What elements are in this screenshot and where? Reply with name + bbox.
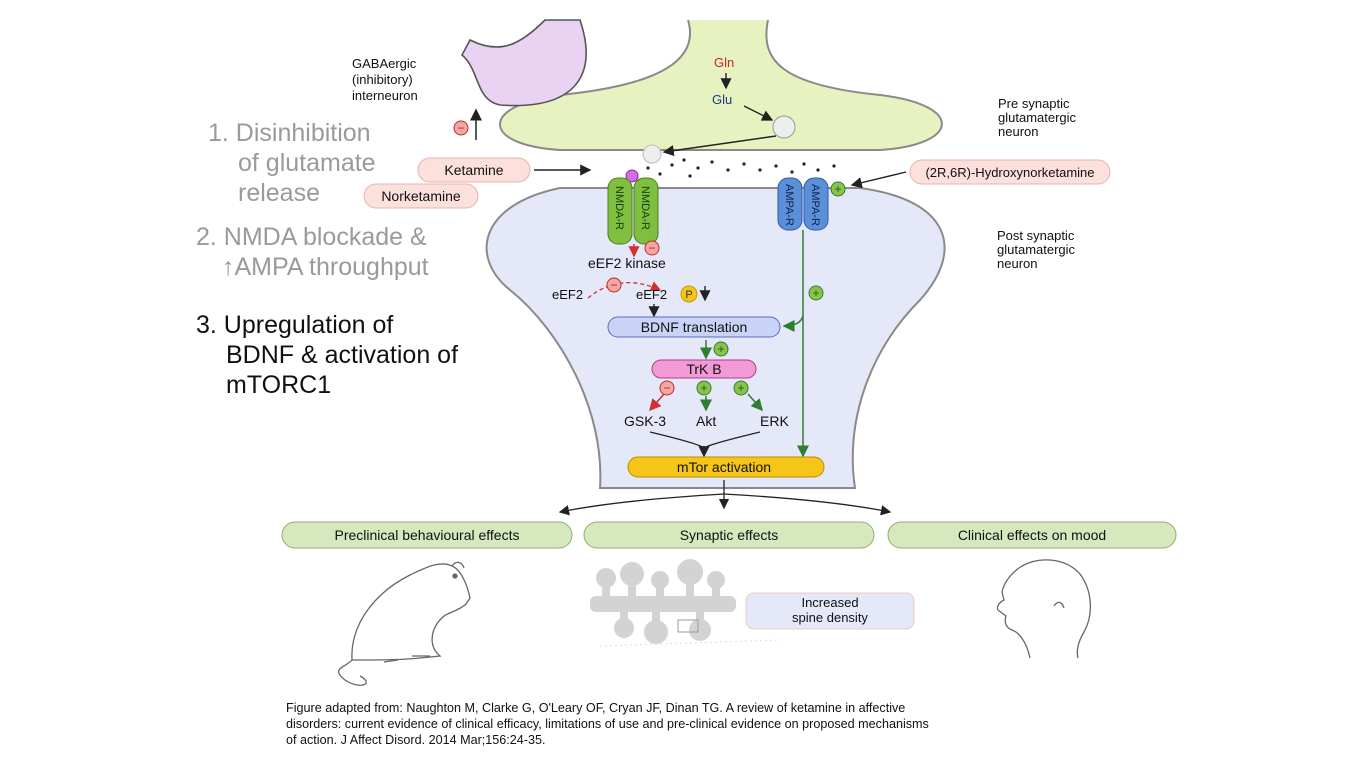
gln-label: Gln	[714, 55, 734, 70]
akt-plus-sign	[696, 380, 712, 396]
presynaptic-label-1: Pre synaptic	[998, 96, 1070, 111]
trkb-to-erk-arrow	[747, 393, 763, 412]
caption-line2: disorders: current evidence of clinical …	[286, 717, 929, 731]
gsk3-minus-sign	[659, 380, 675, 396]
step1-line2: of glutamate	[238, 149, 376, 177]
hnk-pill	[909, 159, 1111, 185]
norketamine-label: Norketamine	[381, 188, 461, 204]
gsk3-label: GSK-3	[624, 413, 666, 429]
erk-label: ERK	[760, 413, 789, 429]
mtor-to-clinical-arrow	[723, 493, 892, 516]
nmda-receptor-left	[607, 177, 633, 245]
gsk3-minus-text: −	[663, 381, 670, 395]
vesicle	[772, 115, 796, 139]
interneuron-label-1: GABAergic	[352, 56, 417, 71]
erk-plus-text: +	[737, 381, 744, 395]
nmda-minus-text: −	[648, 241, 655, 255]
step3-line1: 3. Upregulation of	[196, 311, 394, 339]
step1-line3: release	[238, 179, 320, 207]
ampa-to-bdnf-branch	[782, 315, 804, 332]
ketamine-label: Ketamine	[444, 162, 503, 178]
step3-line3: mTORC1	[226, 371, 332, 399]
norketamine-pill	[363, 183, 479, 209]
caption-line3: of action. J Affect Disord. 2014 Mar;156…	[286, 733, 546, 747]
step3-line2: BDNF & activation of	[226, 341, 459, 369]
spine-density-line1: Increased	[801, 595, 858, 610]
akt-plus-text: +	[700, 381, 707, 395]
eef2p-label: eEF2	[636, 287, 667, 302]
bdnf-plus-text: +	[717, 342, 724, 356]
preclinical-box	[281, 521, 573, 549]
postsynaptic-label-2: glutamatergic	[997, 242, 1076, 257]
bdnf-plus-sign	[713, 341, 729, 357]
hnk-label: (2R,6R)-Hydroxynorketamine	[925, 165, 1094, 180]
glu-to-vesicle-arrow	[743, 105, 774, 121]
ampa-receptor-left	[777, 177, 803, 231]
phospho-p-badge	[680, 285, 698, 303]
interneuron-label-2: (inhibitory)	[352, 72, 413, 87]
citation-caption: Figure adapted from: Naughton M, Clarke …	[286, 700, 1186, 748]
eef2-dashed-arc	[587, 281, 662, 299]
phospho-p-label: P	[685, 289, 692, 301]
spine-zoom-box	[677, 619, 699, 633]
interneuron-minus-text: −	[457, 121, 464, 135]
spine-zoom-line	[599, 639, 781, 647]
eef2-minus-text: −	[610, 278, 617, 292]
interneuron-minus-sign	[453, 120, 469, 136]
bdnf-box	[607, 316, 781, 338]
mtor-box	[627, 456, 825, 478]
step2-line2: ↑AMPA throughput	[222, 253, 429, 281]
trkb-box	[651, 359, 757, 379]
bdnf-label: BDNF translation	[641, 319, 748, 335]
eef2-label: eEF2	[552, 287, 583, 302]
akt-label: Akt	[696, 413, 716, 429]
ketamine-pill	[417, 157, 531, 183]
caption-line1: Figure adapted from: Naughton M, Clarke …	[286, 701, 906, 715]
rat-illustration	[338, 561, 471, 686]
vesicle-release-arrow	[662, 135, 777, 157]
mtor-label: mTor activation	[677, 459, 771, 475]
ampa-plus-text: +	[812, 286, 819, 300]
hnk-plus-text: +	[834, 182, 841, 196]
nmda-minus-sign	[644, 240, 660, 256]
spine-density-line2: spine density	[792, 610, 868, 625]
synaptic-label: Synaptic effects	[680, 527, 779, 543]
step1-line1: 1. Disinhibition	[208, 119, 371, 147]
trkb-label: TrK B	[686, 361, 721, 377]
spine-density-box	[745, 592, 915, 630]
nmda-label-right: NMDA-R	[639, 186, 651, 230]
preclinical-label: Preclinical behavioural effects	[335, 527, 520, 543]
interneuron-shape	[460, 19, 587, 107]
ketamine-binding-star	[625, 169, 639, 183]
hnk-arrow	[850, 171, 907, 189]
glutamate-dots	[646, 158, 836, 178]
mtor-to-preclinical-arrow	[558, 493, 725, 516]
interneuron-label-3: interneuron	[352, 88, 418, 103]
trkb-to-gsk3-arrow	[649, 393, 665, 412]
head-profile-illustration	[996, 559, 1092, 659]
eef2-minus-sign	[606, 277, 622, 293]
clinical-box	[887, 521, 1177, 549]
postsynaptic-label-1: Post synaptic	[997, 228, 1075, 243]
clinical-label: Clinical effects on mood	[958, 527, 1106, 543]
ampa-label-left: AMPA-R	[783, 184, 795, 226]
postsynaptic-label-3: neuron	[997, 256, 1037, 271]
release-vesicle	[642, 144, 662, 164]
presynaptic-label-2: glutamatergic	[998, 110, 1077, 125]
spine-illustration	[590, 559, 736, 644]
ampa-label-right: AMPA-R	[809, 184, 821, 226]
glu-label: Glu	[712, 92, 732, 107]
nmda-label-left: NMDA-R	[613, 186, 625, 230]
ampa-plus-sign	[808, 285, 824, 301]
erk-plus-sign	[733, 380, 749, 396]
hnk-plus-sign	[830, 181, 846, 197]
eef2-kinase-label: eEF2 kinase	[588, 255, 666, 271]
presynaptic-label-3: neuron	[998, 124, 1038, 139]
synaptic-box	[583, 521, 875, 549]
ampa-receptor-right	[803, 177, 829, 231]
step2-line1: 2. NMDA blockade &	[196, 223, 427, 251]
